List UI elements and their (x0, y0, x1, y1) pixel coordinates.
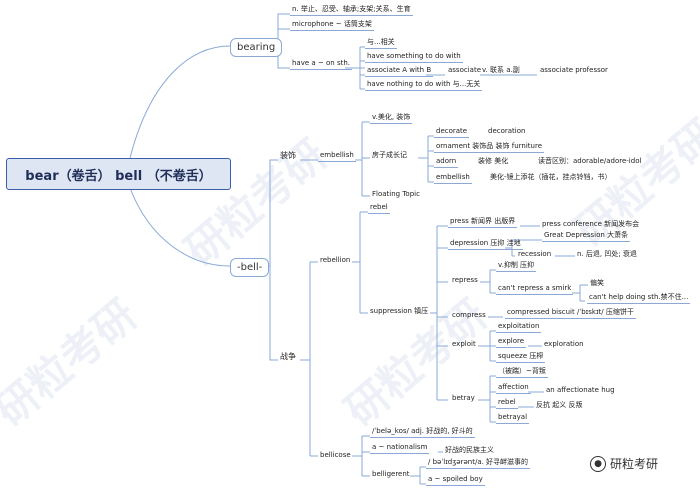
bell-nationalism-meaning[interactable]: 好战的民族主义 (445, 446, 494, 454)
bell-recession[interactable]: recession (518, 250, 552, 258)
bell-depression[interactable]: depression 压抑 洼地 (448, 239, 523, 250)
bell-compress[interactable]: compress (452, 311, 486, 319)
bell-adorn-pron[interactable]: 读音区别：adorable/adore-idol (538, 157, 642, 165)
bell-repress[interactable]: repress (452, 276, 478, 284)
bell-beipan[interactable]: （被踹）~背叛 (496, 367, 548, 378)
bell-nationalism[interactable]: a ~ nationalism (370, 443, 430, 454)
bell-rebel-2-meaning[interactable]: 反抗 起义 反叛 (536, 401, 583, 409)
bell-press[interactable]: press 新闻界 出版界 (448, 217, 518, 228)
brand-logo: ● 研粒考研 (590, 455, 658, 472)
bell-exploration[interactable]: exploration (544, 340, 584, 348)
bell-affection[interactable]: affection (496, 383, 531, 394)
bearing-have-nothing[interactable]: have nothing to do with 与...无关 (365, 80, 483, 91)
bell-rebel-2[interactable]: rebel (496, 398, 518, 409)
bell-exploit[interactable]: exploit (452, 340, 476, 348)
bearing-yu-xiangguan[interactable]: 与...相关 (365, 38, 397, 49)
bell-press-conference[interactable]: press conference 新闻发布会 (542, 220, 640, 228)
bearing-have-something[interactable]: have something to do with (365, 52, 463, 63)
branch-bell[interactable]: -bell- (230, 258, 270, 277)
bell-adorn-meaning[interactable]: 装修 美化 (478, 157, 509, 165)
bell-squeeze[interactable]: squeeze 压榨 (496, 352, 546, 363)
bell-suppression[interactable]: suppression 镇压 (370, 307, 429, 315)
bell-belligerent-pron[interactable]: / bəˈlɪdʒərənt/a. 好寻衅滋事的 (426, 458, 531, 469)
bell-decorate[interactable]: decorate (434, 127, 470, 138)
bell-ornament[interactable]: ornament 装饰品 装饰 furniture (434, 142, 544, 153)
bell-fangzi[interactable]: 房子成长记 (372, 151, 407, 159)
bell-explore[interactable]: explore (496, 337, 527, 348)
bell-zhuangshi[interactable]: 装饰 (280, 151, 296, 160)
bell-compressed-biscuit[interactable]: compressed biscuit /ˈbɪskɪt/ 压缩饼干 (505, 308, 636, 319)
bell-bellicose-pron[interactable]: /ˈbelə_kos/ adj. 好战的, 好斗的 (370, 427, 475, 438)
root-topic[interactable]: bear（卷舌） bell （不卷舌） (6, 158, 231, 190)
bell-betrayal[interactable]: betrayal (496, 413, 530, 424)
bell-recession-meaning[interactable]: n. 后退, 凹处; 衰退 (577, 250, 637, 258)
bearing-associate[interactable]: associate (448, 66, 482, 74)
bell-zhanzheng[interactable]: 战争 (280, 352, 296, 361)
wechat-icon: ● (590, 455, 606, 472)
bell-embellish[interactable]: embellish (318, 151, 356, 162)
bell-belligerent[interactable]: belligerent (372, 470, 410, 478)
branch-bearing[interactable]: bearing (230, 38, 283, 57)
bell-spoiled-boy[interactable]: a ~ spoiled boy (426, 475, 485, 486)
bearing-associate-professor[interactable]: associate professor (540, 66, 608, 74)
bearing-associate-with[interactable]: associate A with B (365, 66, 434, 77)
bell-exploitation[interactable]: exploitation (496, 322, 542, 333)
bell-cant-help[interactable]: can't help doing sth.禁不住... (587, 293, 691, 304)
bell-rebellion[interactable]: rebellion (320, 256, 351, 264)
bell-bellicose[interactable]: bellicose (320, 451, 351, 459)
bell-rebel[interactable]: rebel (368, 203, 390, 214)
bell-v-meihua[interactable]: v.美化, 装饰 (370, 113, 413, 124)
bell-pianxiao[interactable]: 偏笑 (590, 279, 604, 287)
bell-embellish-2[interactable]: embellish (434, 173, 472, 184)
bearing-microphone[interactable]: microphone ~ 话筒支架 (290, 20, 374, 31)
bell-affectionate-hug[interactable]: an affectionate hug (546, 386, 615, 394)
bell-betray[interactable]: betray (452, 394, 475, 402)
brand-logo-text: 研粒考研 (610, 457, 659, 471)
bell-floating-topic[interactable]: Floating Topic (372, 190, 420, 198)
bearing-have-on[interactable]: have a ~ on sth. (290, 59, 353, 70)
bell-cant-repress[interactable]: can't repress a smirk (496, 284, 574, 295)
bell-v-yizhi[interactable]: v.抑制 压抑 (496, 261, 537, 272)
bell-embellish-2-meaning[interactable]: 美化-镜上添花（插花，挂点铃铛，书） (490, 173, 612, 181)
bearing-meaning[interactable]: n. 举止、忍受、轴承;支架;关系、生育 (290, 5, 413, 16)
bearing-associate-meaning[interactable]: v. 联系 a.副 (482, 66, 520, 74)
bell-adorn[interactable]: adorn (434, 157, 459, 168)
bell-decoration[interactable]: decoration (488, 127, 526, 135)
bell-great-depression[interactable]: Great Depression 大萧条 (542, 231, 631, 242)
